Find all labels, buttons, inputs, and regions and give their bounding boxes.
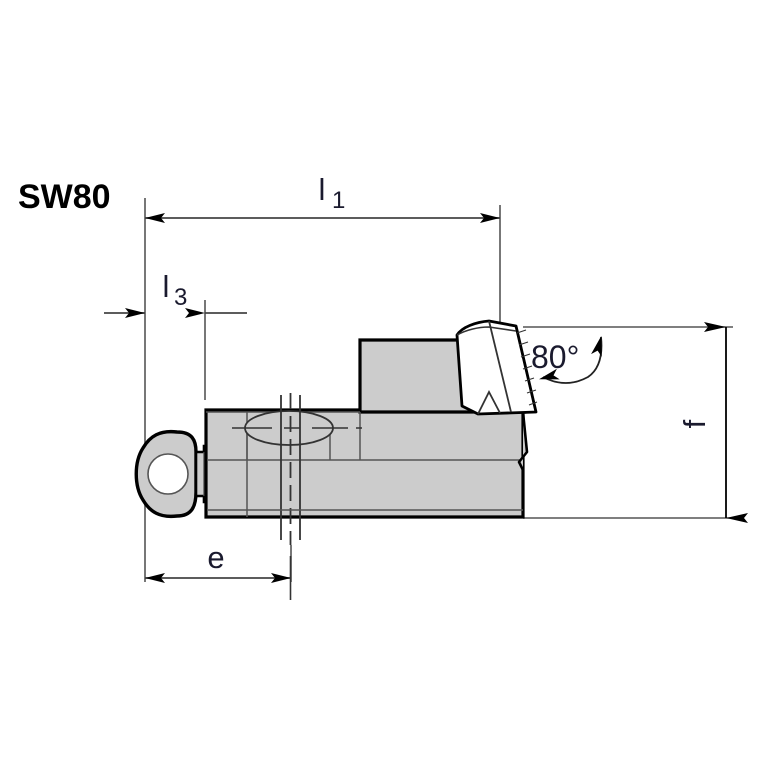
dimension-label-l3-subscript: 3 [174, 284, 187, 311]
dimension-label-l1-base: l [319, 172, 326, 207]
cutting-insert-hatching [516, 329, 538, 406]
dimension-label-l1-subscript: 1 [332, 187, 345, 214]
right-face-taper [517, 411, 529, 517]
dimension-l1: l 1 [145, 172, 500, 223]
cutting-insert-top-chamfer [456, 326, 517, 336]
dimension-l3: l 3 [104, 269, 247, 318]
dimension-label-f: f [677, 419, 712, 428]
cutting-insert-face-divider [488, 320, 512, 413]
page-title-sw80: SW80 [18, 178, 111, 216]
dimension-f: f [677, 322, 748, 523]
clamp-cap-hole [147, 453, 189, 495]
cutting-insert-hatch-edge [514, 325, 538, 413]
dimension-e: e [145, 540, 291, 583]
angle-label-80: 80° [531, 339, 579, 375]
cutting-insert-notch [477, 390, 501, 415]
extension-lines [144, 198, 733, 582]
dimension-label-l3-base: l [163, 269, 170, 304]
angle-annotation-80: 80° [531, 336, 603, 384]
cutting-insert-outline [455, 319, 538, 416]
tool-holder-geometry [134, 319, 538, 600]
dimension-label-e: e [207, 540, 224, 575]
